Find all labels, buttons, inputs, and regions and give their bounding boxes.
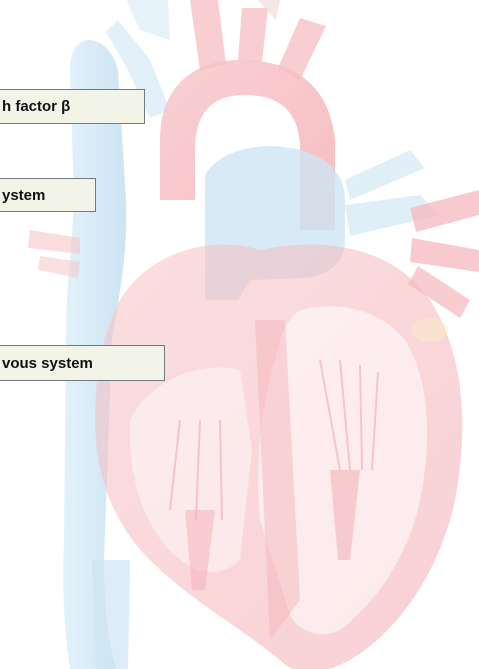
aortic-branch: [190, 0, 226, 70]
label-system: ystem: [0, 178, 96, 212]
label-nervous-system: vous system: [0, 345, 165, 381]
pulmonary-vein: [410, 238, 479, 272]
label-growth-factor-text: h factor β: [2, 98, 70, 115]
inferior-vena-cava: [92, 560, 130, 669]
pulmonary-branch: [345, 150, 425, 200]
label-nervous-system-text: vous system: [2, 355, 93, 372]
label-system-text: ystem: [2, 187, 45, 204]
label-growth-factor: h factor β: [0, 89, 145, 124]
aortic-branch: [278, 18, 326, 80]
vein-branch: [126, 0, 170, 40]
aortic-branch: [238, 8, 268, 62]
fat-hint: [412, 318, 448, 342]
